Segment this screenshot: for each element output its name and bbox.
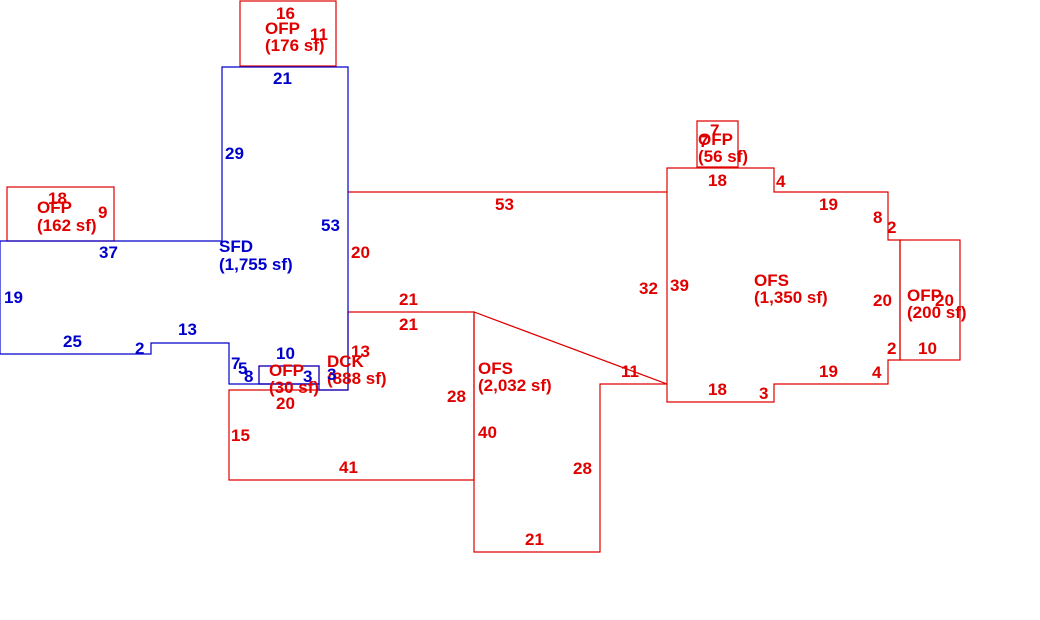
dimension-label: 2 <box>887 339 896 358</box>
dimension-label: 20 <box>935 291 954 310</box>
ofp-porch-code: OFP <box>269 361 304 380</box>
dimension-label: 41 <box>339 458 358 477</box>
dimension-label: 5 <box>238 359 247 378</box>
dimension-label: 11 <box>310 25 328 44</box>
ofp-left-area: (162 sf) <box>37 216 97 235</box>
dimension-label: 18 <box>48 189 67 208</box>
dimension-label: 21 <box>273 69 292 88</box>
dimension-label: 3 <box>303 367 312 386</box>
ofs-right-code: OFS <box>754 271 789 290</box>
dimension-label: 20 <box>351 243 370 262</box>
dimension-label: 37 <box>99 243 118 262</box>
dimension-label: 2 <box>887 218 896 237</box>
dimension-label: 8 <box>873 208 882 227</box>
sfd-porch-notch <box>258 365 320 385</box>
dimension-label: 10 <box>918 339 937 358</box>
dimension-label: 10 <box>276 344 295 363</box>
dck-outline <box>228 311 475 481</box>
dimension-label: 7 <box>231 354 240 373</box>
dimension-label: 7 <box>710 121 719 140</box>
ofp-right-code: OFP <box>907 286 942 305</box>
dimension-label: 4 <box>872 363 882 382</box>
dimension-label: 21 <box>525 530 544 549</box>
dimension-label: 53 <box>321 216 340 235</box>
dimension-label: 39 <box>670 276 689 295</box>
dimension-label: 29 <box>225 144 244 163</box>
ofp-left-code: OFP <box>37 198 72 217</box>
dimension-label: 40 <box>478 423 497 442</box>
dimension-label: 2 <box>135 339 144 358</box>
dck-code: DCK <box>327 352 365 371</box>
dimension-label: 18 <box>708 380 727 399</box>
ofp-right-area: (200 sf) <box>907 303 967 322</box>
dimension-label: 15 <box>231 426 250 445</box>
sfd-code: SFD <box>219 237 253 256</box>
dimension-label: 28 <box>573 459 592 478</box>
dimension-label: 3 <box>327 365 336 384</box>
dimension-label: 11 <box>621 362 639 381</box>
ofp-small-area: (56 sf) <box>698 147 748 166</box>
dck-area: (888 sf) <box>327 369 387 388</box>
dimension-label: 13 <box>178 320 197 339</box>
dimension-label: 4 <box>776 172 786 191</box>
ofp-right-outline <box>899 239 961 361</box>
ofp-small-outline <box>696 120 739 168</box>
ofp-small-code: OFP <box>698 130 733 149</box>
dimension-label: 19 <box>819 195 838 214</box>
dimension-label: 16 <box>276 4 295 23</box>
dimension-label: 21 <box>399 290 418 309</box>
ofs-mid-code: OFS <box>478 359 513 378</box>
ofs-mid-outline <box>473 311 668 553</box>
ofp-top-area: (176 sf) <box>265 36 325 55</box>
dimension-label: 3 <box>759 384 768 403</box>
dimension-label: 53 <box>495 195 514 214</box>
dimension-label: 19 <box>4 288 23 307</box>
dimension-label: 8 <box>244 367 253 386</box>
dimension-label: 25 <box>63 332 82 351</box>
dimension-label: 19 <box>819 362 838 381</box>
dimension-label: 20 <box>276 394 295 413</box>
dimension-label: 32 <box>639 279 658 298</box>
ofs-right-area: (1,350 sf) <box>754 288 828 307</box>
ofp-top-outline <box>239 0 337 67</box>
sfd-outline <box>0 66 349 391</box>
dimension-label: 7 <box>699 132 708 151</box>
dimension-label: 28 <box>447 387 466 406</box>
ofp-top-code: OFP <box>265 19 300 38</box>
dimension-label: 9 <box>98 203 107 222</box>
dimension-label: 20 <box>873 291 892 310</box>
dimension-label: 13 <box>351 342 370 361</box>
ofs-mid-area: (2,032 sf) <box>478 376 552 395</box>
sfd-area: (1,755 sf) <box>219 255 293 274</box>
dimension-label: 21 <box>399 315 418 334</box>
ofp-porch-area: (30 sf) <box>269 378 319 397</box>
dimension-label: 18 <box>708 171 727 190</box>
